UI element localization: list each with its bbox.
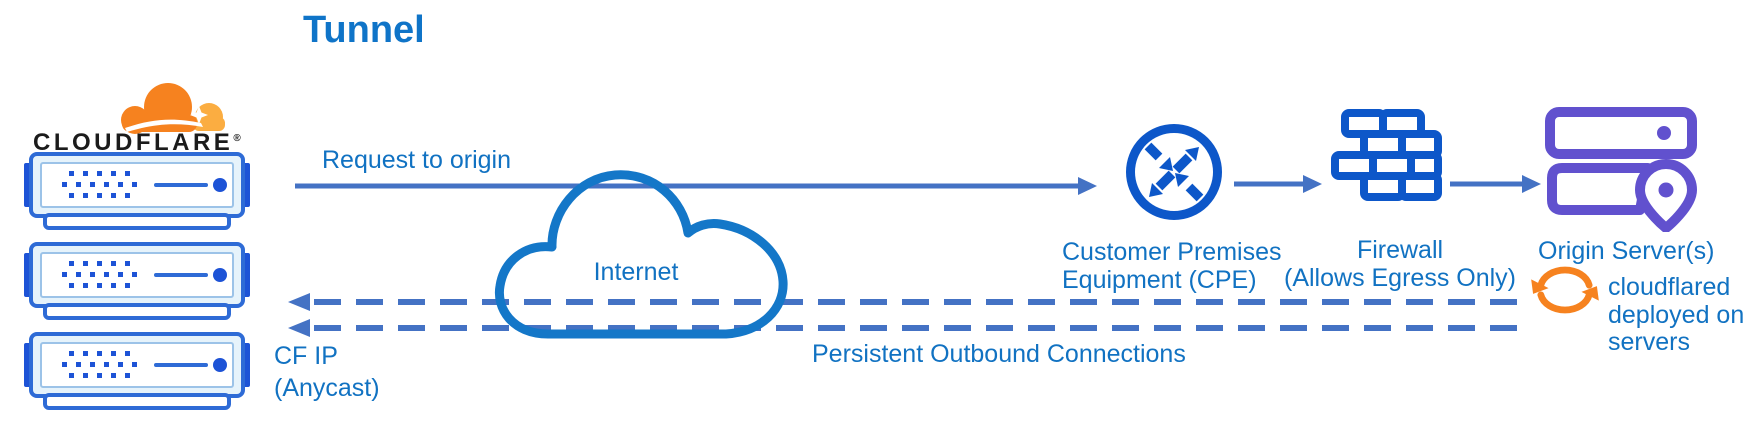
cpe-to-firewall-arrow (1234, 175, 1322, 193)
persistent-outbound-label: Persistent Outbound Connections (812, 340, 1186, 368)
internet-label: Internet (593, 258, 679, 286)
cpe-router-icon (1126, 124, 1222, 220)
origin-servers-label: Origin Server(s) (1538, 237, 1715, 265)
origin-server-icon (1545, 107, 1697, 232)
cloudflare-cloud-icon (121, 83, 225, 134)
request-arrow (295, 177, 1097, 195)
persistent-dashed-arrow-top (288, 293, 1527, 311)
firewall-icon (1331, 109, 1442, 201)
firewall-label: Firewall (Allows Egress Only) (1284, 236, 1516, 292)
server-icon (24, 242, 250, 320)
firewall-to-origin-arrow (1450, 175, 1541, 193)
server-icon (24, 152, 250, 230)
internet-cloud-icon (494, 170, 788, 339)
server-dots (62, 171, 137, 198)
persistent-dashed-arrow-bottom (288, 319, 1527, 337)
cloudflared-label: cloudflared deployed on servers (1608, 273, 1745, 356)
server-icon (24, 332, 250, 410)
cpe-label: Customer Premises Equipment (CPE) (1062, 238, 1282, 294)
cf-ip-anycast-label: CF IP (Anycast) (274, 342, 380, 402)
page-title: Tunnel (303, 9, 425, 51)
request-to-origin-label: Request to origin (322, 146, 512, 174)
sync-icon (1531, 266, 1599, 314)
cloudflare-wordmark: CLOUDFLARE® (33, 129, 241, 156)
registered-mark: ® (233, 133, 241, 144)
